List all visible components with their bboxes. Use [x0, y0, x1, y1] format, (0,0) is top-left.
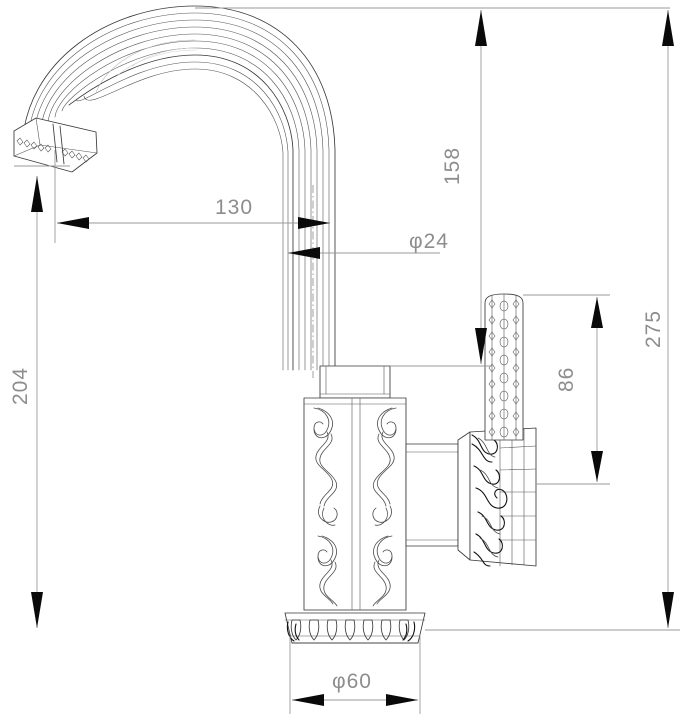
dim-label-130: 130: [215, 196, 253, 219]
dim-label-275: 275: [642, 310, 665, 348]
dim-158: [195, 7, 670, 367]
collar: [319, 365, 391, 399]
handle-rosette: [457, 427, 537, 567]
body: [303, 397, 459, 611]
dim-86: [523, 294, 610, 485]
base: [284, 612, 426, 644]
dim-phi24: [288, 247, 440, 259]
dim-label-86: 86: [555, 367, 578, 392]
spout-outlet: [13, 117, 98, 173]
dim-130: [54, 150, 330, 243]
dim-phi60: [289, 636, 421, 714]
dimension-labels: 130 φ24 158 204 275 86 φ60: [9, 147, 665, 693]
dim-label-204: 204: [9, 367, 32, 405]
dim-label-phi60: φ60: [332, 670, 372, 693]
spout-arc: [21, 5, 336, 371]
dim-275: [425, 10, 680, 631]
faucet-geometry: [13, 5, 537, 644]
dimension-annotations: [14, 7, 680, 714]
dim-label-158: 158: [441, 147, 464, 185]
handle: [484, 293, 524, 441]
dim-204: [14, 165, 70, 628]
dim-label-phi24: φ24: [409, 230, 449, 253]
